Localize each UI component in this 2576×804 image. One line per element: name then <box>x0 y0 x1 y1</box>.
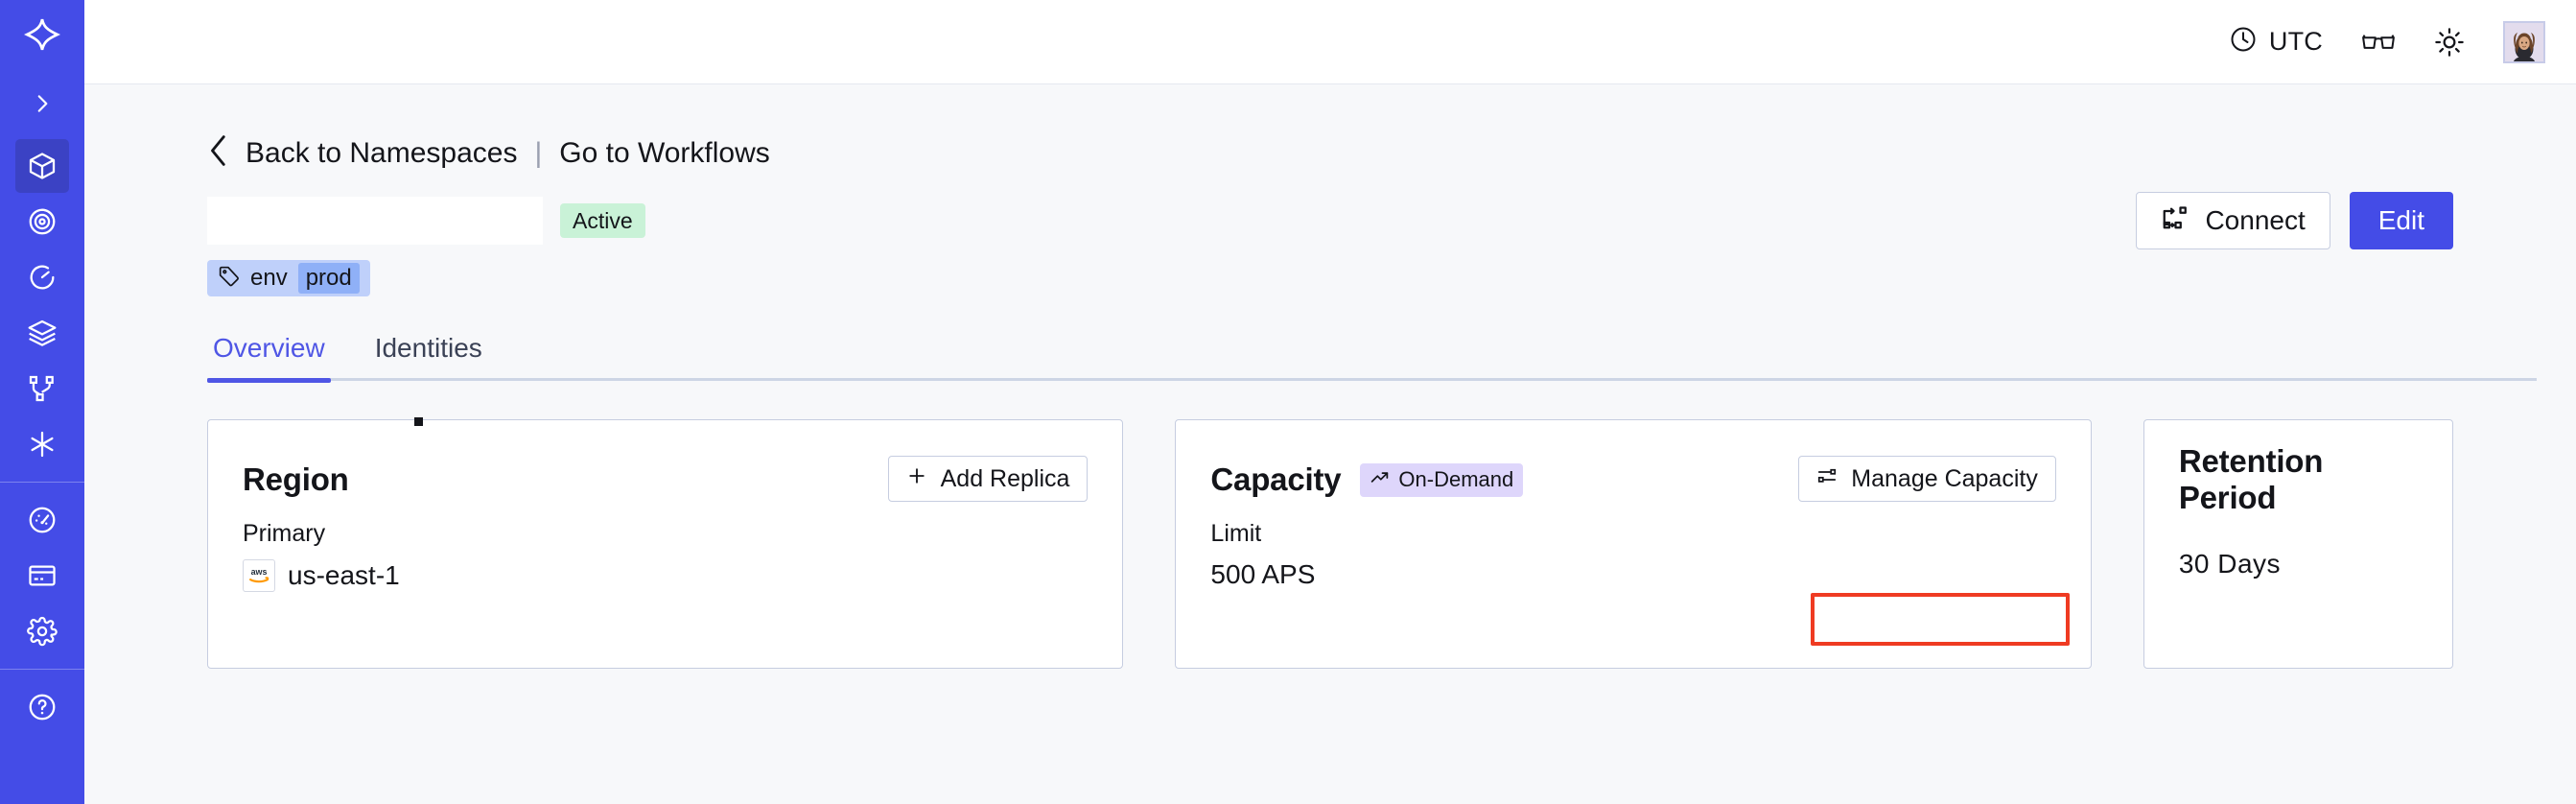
capacity-card-header: Capacity On-Demand <box>1210 455 2055 505</box>
sidebar <box>0 0 84 804</box>
manage-capacity-label: Manage Capacity <box>1851 464 2038 492</box>
sidebar-item-schedules[interactable] <box>15 250 69 304</box>
tag-value: prod <box>297 263 360 294</box>
namespace-title <box>207 197 543 245</box>
credit-card-icon <box>27 560 58 591</box>
git-branch-icon <box>27 373 58 404</box>
region-card-header: Region <box>243 455 1088 505</box>
timezone-label: UTC <box>2268 27 2323 56</box>
sidebar-item-usage[interactable] <box>15 493 69 547</box>
retention-card: Retention Period 30 Days <box>2143 419 2453 669</box>
aws-icon: aws <box>243 559 275 592</box>
capacity-mode-label: On-Demand <box>1398 467 1514 491</box>
back-label: Back to Namespaces <box>246 136 518 169</box>
capacity-mode-badge: On-Demand <box>1360 462 1524 497</box>
cube-icon <box>27 151 58 181</box>
main-area: UTC <box>84 0 2576 804</box>
status-badge: Active <box>560 202 645 239</box>
gear-icon <box>27 616 58 647</box>
tag-key: env <box>250 265 288 291</box>
region-card: Region Add Replica Primary <box>207 419 1124 669</box>
tabs-divider <box>207 378 2537 381</box>
go-to-workflows-link[interactable]: Go to Workflows <box>559 136 770 169</box>
add-replica-label: Add Replica <box>940 464 1070 492</box>
chevron-left-icon <box>207 134 230 172</box>
sidebar-item-billing[interactable] <box>15 549 69 603</box>
capacity-card: Capacity On-Demand <box>1175 419 2092 669</box>
region-sub-label: Primary <box>243 520 326 547</box>
sidebar-item-observability[interactable] <box>15 195 69 248</box>
expand-sidebar-button[interactable] <box>0 69 84 138</box>
sidebar-item-namespaces[interactable] <box>15 139 69 193</box>
tab-identities[interactable]: Identities <box>374 333 482 363</box>
temporal-logo[interactable] <box>0 0 84 69</box>
sun-icon[interactable] <box>2434 27 2465 58</box>
timezone-selector[interactable]: UTC <box>2229 25 2323 59</box>
region-value: us-east-1 <box>288 560 400 590</box>
gauge-icon <box>27 505 58 535</box>
capacity-card-title: Capacity <box>1210 461 1342 497</box>
sidebar-item-workflows[interactable] <box>15 362 69 415</box>
capacity-value: 500 APS <box>1210 559 1316 589</box>
sidebar-secondary-group <box>15 492 69 659</box>
sidebar-item-settings[interactable] <box>15 604 69 658</box>
sidebar-item-batch-operations[interactable] <box>15 306 69 360</box>
connect-button[interactable]: Connect <box>2136 192 2330 249</box>
breadcrumb-separator: | <box>534 136 543 169</box>
layers-icon <box>27 318 58 348</box>
trending-up-icon <box>1370 467 1390 493</box>
tag-icon <box>218 265 240 292</box>
connect-label: Connect <box>2205 205 2306 235</box>
user-avatar[interactable] <box>2503 20 2545 63</box>
svg-text:aws: aws <box>251 567 268 577</box>
help-icon <box>27 692 58 722</box>
sliders-icon <box>1816 465 1838 493</box>
breadcrumb: Back to Namespaces | Go to Workflows <box>207 84 2453 172</box>
tab-overview[interactable]: Overview <box>207 333 331 383</box>
add-replica-button[interactable]: Add Replica <box>887 456 1089 502</box>
retention-card-header: Retention Period <box>2179 443 2418 515</box>
header-actions: Connect Edit <box>2136 192 2453 249</box>
edit-button[interactable]: Edit <box>2349 192 2453 249</box>
retention-card-title: Retention Period <box>2178 443 2324 515</box>
overview-cards: Region Add Replica Primary <box>207 419 2453 669</box>
flow-icon <box>2161 203 2190 239</box>
glasses-icon[interactable] <box>2361 30 2396 55</box>
asterisk-icon <box>27 429 58 460</box>
sidebar-item-nexus[interactable] <box>15 417 69 471</box>
clock-icon <box>2229 25 2258 59</box>
region-value-row: aws us-east-1 <box>243 559 1088 592</box>
region-card-title: Region <box>243 461 349 497</box>
manage-capacity-button[interactable]: Manage Capacity <box>1798 456 2056 502</box>
radar-icon <box>27 206 58 237</box>
plus-icon <box>906 465 927 493</box>
capacity-sub-label: Limit <box>1210 520 1262 547</box>
tabs: Overview Identities <box>207 333 2537 383</box>
retention-value: 30 Days <box>2178 549 2282 579</box>
tag-row: env prod <box>207 260 2453 296</box>
sidebar-item-help[interactable] <box>15 680 69 734</box>
sidebar-divider-2 <box>0 669 84 670</box>
namespace-tag[interactable]: env prod <box>207 260 370 296</box>
title-cursor-marker <box>414 417 423 426</box>
back-to-namespaces-link[interactable]: Back to Namespaces <box>207 134 517 172</box>
sidebar-primary-group <box>15 138 69 472</box>
sidebar-divider-1 <box>0 482 84 483</box>
namespace-title-row: Active Con <box>207 192 2453 249</box>
stopwatch-icon <box>27 262 58 293</box>
topbar: UTC <box>84 0 2576 84</box>
content-area: Back to Namespaces | Go to Workflows Act… <box>84 84 2576 804</box>
